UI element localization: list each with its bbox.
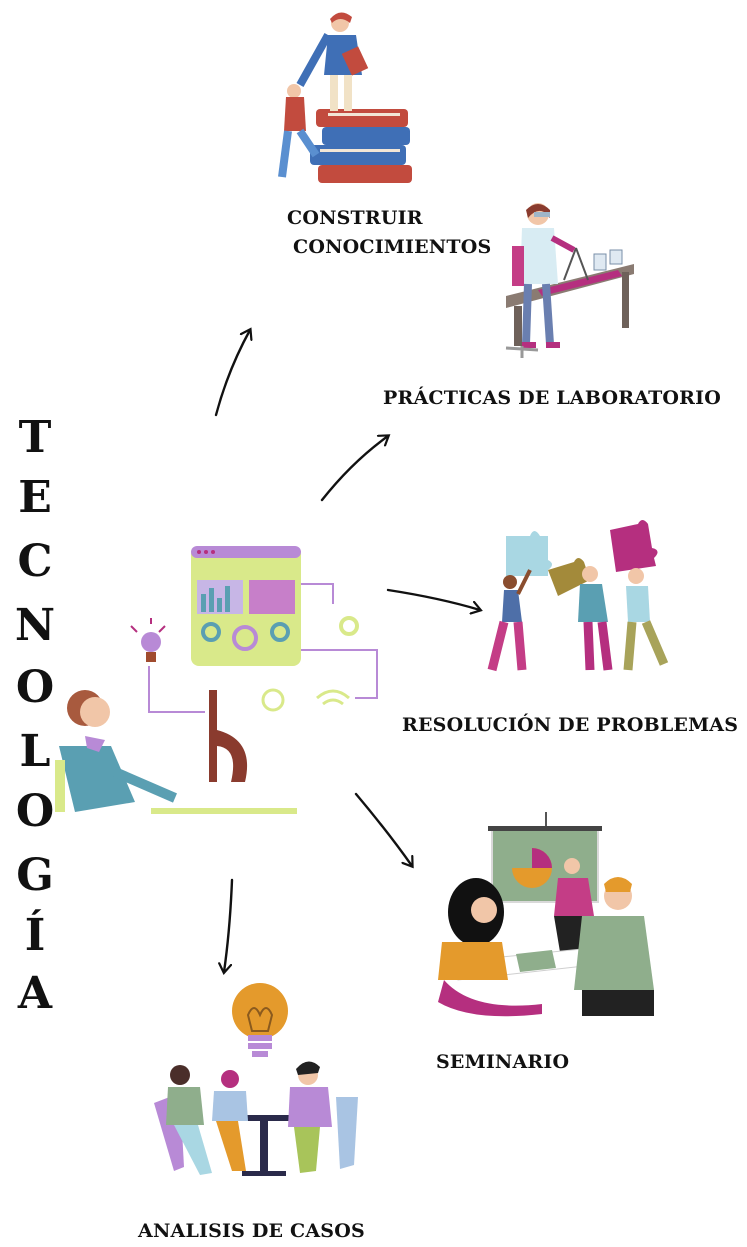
arrow-to-construir bbox=[214, 330, 250, 417]
books-people-icon bbox=[278, 12, 412, 183]
title-letter: N bbox=[14, 600, 56, 651]
label-problemas: RESOLUCIÓN DE PROBLEMAS bbox=[402, 714, 739, 736]
title-letter: O bbox=[15, 786, 55, 837]
laboratory-icon bbox=[505, 203, 634, 358]
title-letter: O bbox=[15, 662, 55, 713]
title-letter: Í bbox=[24, 910, 46, 961]
arrow-to-seminario bbox=[354, 792, 412, 866]
title-letter: A bbox=[17, 968, 53, 1019]
label-construir-2: CONOCIMIENTOS bbox=[293, 236, 492, 258]
arrow-to-laboratorio bbox=[320, 436, 388, 502]
label-laboratorio: PRÁCTICAS DE LABORATORIO bbox=[383, 387, 722, 409]
arrow-to-problemas bbox=[386, 588, 480, 610]
computer-user-icon bbox=[55, 546, 378, 814]
puzzle-team-icon bbox=[487, 520, 669, 672]
title-letter: L bbox=[19, 726, 51, 777]
label-seminario: SEMINARIO bbox=[436, 1051, 570, 1073]
title-letter: T bbox=[18, 412, 52, 463]
case-analysis-icon bbox=[154, 983, 358, 1176]
title-letter: G bbox=[16, 850, 54, 901]
label-casos: ANALISIS DE CASOS bbox=[138, 1220, 365, 1242]
arrow-to-casos bbox=[224, 878, 234, 972]
label-construir-1: CONSTRUIR bbox=[287, 207, 423, 229]
title-letter: C bbox=[17, 536, 53, 587]
seminar-icon bbox=[438, 812, 654, 1017]
title-letter: E bbox=[18, 472, 52, 523]
